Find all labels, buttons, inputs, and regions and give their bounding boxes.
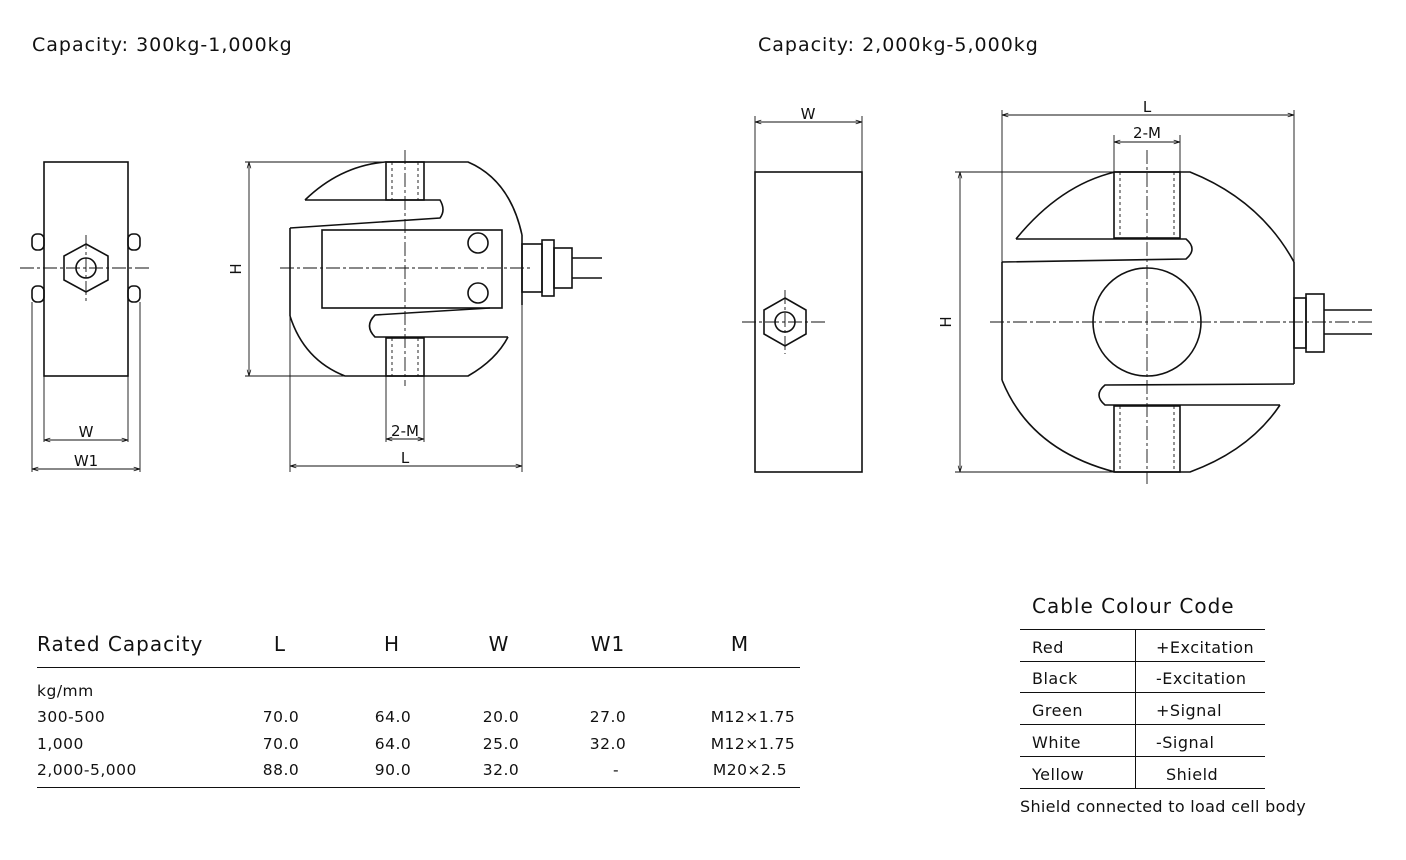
table-header-rated-capacity: Rated Capacity <box>37 632 204 656</box>
caption-large-capacity: Capacity: 2,000kg-5,000kg <box>758 34 1039 56</box>
cable-function: -Excitation <box>1156 669 1247 688</box>
table-cell: 300-500 <box>37 708 106 726</box>
dim-label-l-small: L <box>401 449 410 467</box>
table-cell: 88.0 <box>262 761 300 779</box>
table-header-w: W <box>488 632 510 656</box>
table-unit: kg/mm <box>37 682 94 700</box>
table-header-h: H <box>383 632 401 656</box>
load-cell-drawings: W W1 2-M L H W L 2-M H <box>20 98 1375 484</box>
table-cell: - <box>612 761 620 779</box>
table-header-rule <box>37 667 800 668</box>
cable-colour-name: Green <box>1032 701 1083 720</box>
dim-label-l-large: L <box>1143 98 1152 116</box>
dim-label-m-large: 2-M <box>1133 124 1161 142</box>
table-cell: 32.0 <box>482 761 520 779</box>
cable-function: +Excitation <box>1156 638 1255 657</box>
small-cell-side-view <box>20 161 150 472</box>
cable-colour-name: Red <box>1032 638 1064 657</box>
small-cell-front-view <box>245 150 602 472</box>
table-cell: 25.0 <box>482 735 520 753</box>
table-cell: 27.0 <box>589 708 627 726</box>
dim-label-w-small: W <box>79 423 94 441</box>
cable-colour-title: Cable Colour Code <box>1032 594 1235 618</box>
table-cell: M12×1.75 <box>710 708 796 726</box>
cable-function: +Signal <box>1156 701 1223 720</box>
cable-rule <box>1020 724 1265 725</box>
table-cell: 90.0 <box>374 761 412 779</box>
cable-function: Shield <box>1166 765 1219 784</box>
caption-small-capacity: Capacity: 300kg-1,000kg <box>32 34 293 56</box>
dim-label-h-large: H <box>937 316 955 327</box>
cable-colour-name: White <box>1032 733 1082 752</box>
table-header-m: M <box>730 632 750 656</box>
cable-colour-name: Black <box>1032 669 1078 688</box>
table-header-l: L <box>273 632 287 656</box>
cable-rule <box>1020 756 1265 757</box>
table-cell: 32.0 <box>589 735 627 753</box>
table-cell: M20×2.5 <box>712 761 788 779</box>
table-cell: 64.0 <box>374 708 412 726</box>
large-cell-front-view <box>955 110 1375 484</box>
cable-rule <box>1020 661 1265 662</box>
dim-label-w1-small: W1 <box>74 452 98 470</box>
table-cell: 1,000 <box>37 735 84 753</box>
cable-rule <box>1020 788 1265 789</box>
cable-note: Shield connected to load cell body <box>1020 797 1306 816</box>
cable-colour-name: Yellow <box>1032 765 1085 784</box>
table-bottom-rule <box>37 787 800 788</box>
dim-label-m-small: 2-M <box>391 422 419 440</box>
table-cell: 2,000-5,000 <box>37 761 137 779</box>
dim-label-w-large: W <box>801 105 816 123</box>
cable-rule <box>1020 692 1265 693</box>
table-cell: M12×1.75 <box>710 735 796 753</box>
table-header-w1: W1 <box>590 632 626 656</box>
large-cell-side-view <box>742 116 863 473</box>
cable-divider <box>1135 629 1136 788</box>
table-cell: 64.0 <box>374 735 412 753</box>
cable-function: -Signal <box>1156 733 1215 752</box>
table-cell: 20.0 <box>482 708 520 726</box>
table-cell: 70.0 <box>262 708 300 726</box>
table-cell: 70.0 <box>262 735 300 753</box>
dim-label-h-small: H <box>227 263 245 274</box>
cable-rule <box>1020 629 1265 630</box>
